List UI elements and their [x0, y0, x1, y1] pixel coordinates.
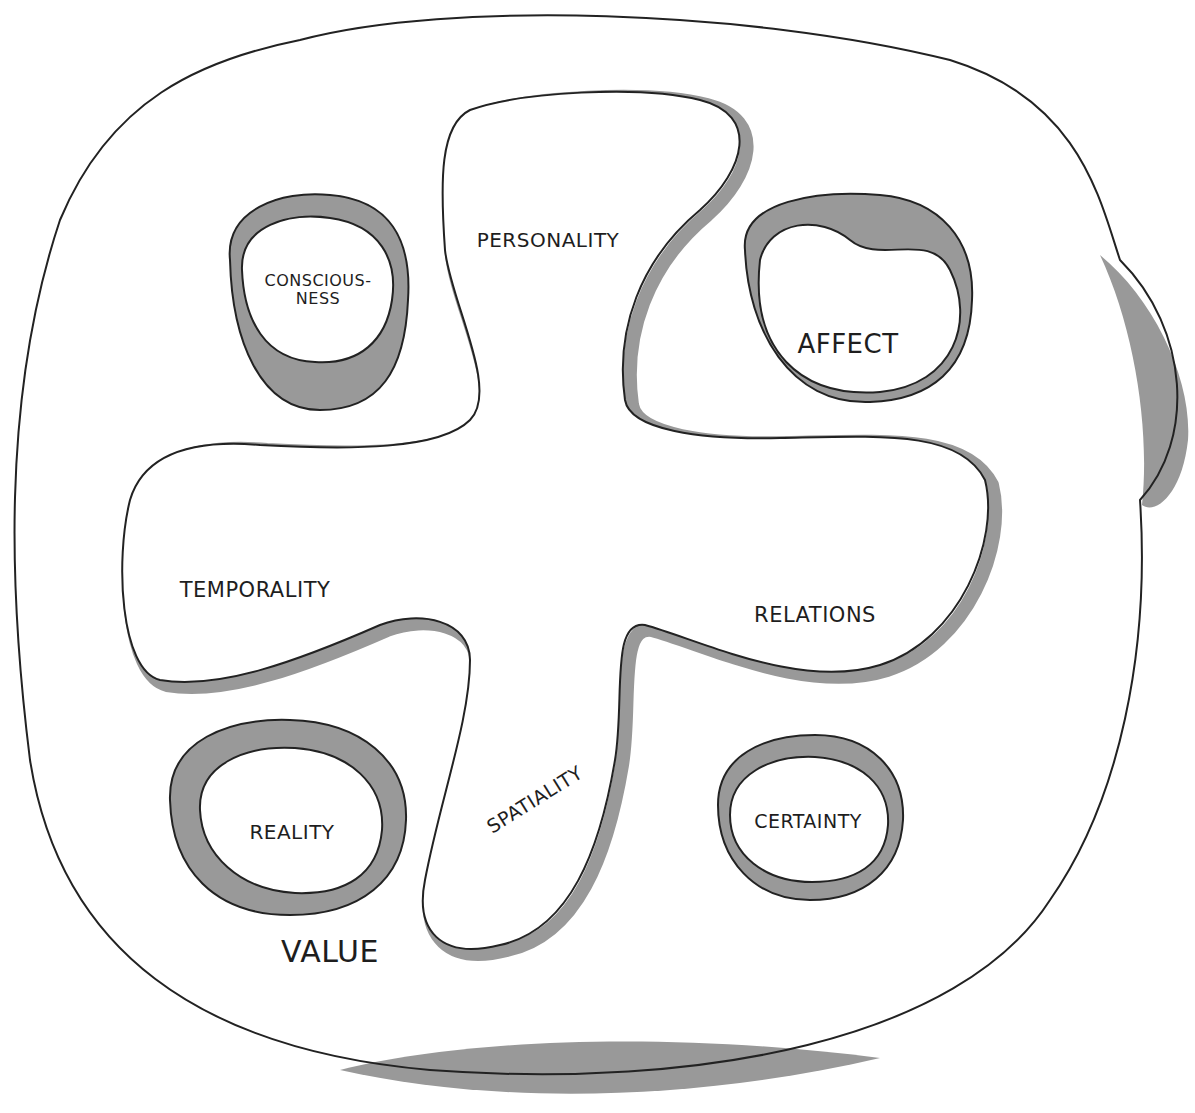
- ring-label: CERTAINTY: [754, 811, 862, 833]
- arm-label: PERSONALITY: [477, 229, 620, 252]
- consciousness-ring: CONSCIOUS- NESS: [215, 180, 425, 425]
- outline-path: [122, 92, 988, 949]
- ring-label: CONSCIOUS- NESS: [254, 272, 382, 309]
- ring-label: AFFECT: [797, 330, 898, 360]
- affect-ring: AFFECT: [730, 180, 990, 420]
- outline-path: [230, 194, 409, 410]
- shape-outline: [155, 705, 420, 930]
- ring-label: REALITY: [249, 821, 334, 844]
- outline-path: [340, 1041, 880, 1093]
- outline-path: [15, 15, 1178, 1074]
- reality-ring: REALITY: [155, 705, 420, 930]
- certainty-ring: CERTAINTY: [705, 720, 920, 915]
- shape-outline: [730, 180, 990, 420]
- region-label: VALUE: [281, 935, 379, 970]
- outline-path: [170, 720, 406, 915]
- outline-path: [15, 15, 1178, 1074]
- outline-path: [242, 217, 393, 363]
- arm-label: TEMPORALITY: [180, 578, 331, 602]
- outline-path: [1100, 255, 1188, 507]
- outline-path: [730, 757, 888, 882]
- outline-path: [200, 748, 382, 893]
- outline-path: [759, 225, 960, 393]
- outline-path: [718, 735, 903, 900]
- outline-path: [745, 194, 972, 402]
- arm-label: RELATIONS: [754, 603, 876, 627]
